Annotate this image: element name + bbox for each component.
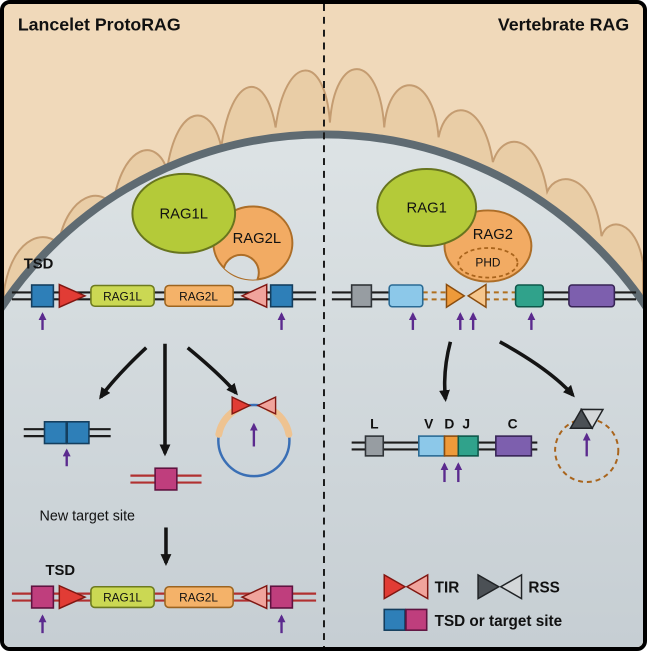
right-panel: RAG1 RAG2 PHD — [331, 167, 637, 484]
protorag-proteins: RAG1L RAG2L — [131, 172, 294, 281]
legend-tir-triangle-left — [383, 573, 407, 600]
rag2l-gene-box — [164, 284, 234, 308]
v-segment-box — [388, 284, 424, 308]
rss-joint-light — [579, 408, 605, 430]
tsd-label-bottom: TSD — [45, 563, 75, 579]
rag1l-gene-label: RAG1L — [103, 289, 142, 303]
legend-tsd-blue-square — [383, 608, 406, 631]
vdj-d-box — [443, 435, 460, 457]
segment-label-c: C — [508, 416, 518, 432]
vdj-v-box — [418, 435, 446, 457]
phd-domain-label: PHD — [475, 256, 500, 270]
rag2-protein-label: RAG2 — [473, 227, 513, 243]
integrated-rag2l-box — [164, 585, 234, 609]
legend-rss-triangle-right — [499, 573, 523, 600]
rag1l-gene-box — [90, 284, 155, 308]
legend-rss-triangle-left — [477, 573, 501, 600]
leader-box — [350, 284, 373, 308]
signal-joint-dna — [554, 417, 620, 484]
rss-joint — [569, 407, 605, 430]
title-right: Vertebrate RAG — [498, 15, 629, 35]
circular-transposon — [215, 396, 293, 478]
legend-tsd-magenta-square — [405, 608, 428, 631]
integrated-rag2l-label: RAG2L — [179, 591, 218, 605]
phd-domain — [457, 247, 519, 279]
segment-label-v: V — [424, 416, 434, 432]
integrated-tir-left — [58, 584, 87, 610]
tsd-site-right — [269, 284, 294, 308]
rag1-protein-blob — [376, 167, 478, 247]
legend-tir-triangle-right — [405, 573, 429, 600]
rag1l-protein-blob — [131, 172, 237, 254]
rag1-protein-label: RAG1 — [407, 200, 447, 216]
rag1l-protein-label: RAG1L — [159, 206, 208, 222]
protorag-locus: TSD RAG1L RAG2L — [11, 257, 317, 330]
tir-right — [240, 283, 268, 309]
excision-arrows — [99, 343, 238, 457]
vdj-j-box — [457, 435, 479, 457]
rss-triangle-right — [466, 283, 487, 309]
donor-tsd-right — [66, 421, 90, 445]
transposon-circle — [217, 403, 291, 478]
j-segment-box — [514, 284, 545, 308]
arrow-to-circle — [186, 346, 238, 396]
integrated-tir-right — [240, 584, 268, 610]
tir-junction-left — [231, 396, 252, 415]
rag-proteins: RAG1 RAG2 PHD — [376, 167, 533, 283]
recombination-arrows — [439, 340, 575, 403]
segment-label-j: J — [462, 416, 470, 432]
rag2l-protein-label: RAG2L — [233, 231, 282, 247]
tir-left — [58, 283, 87, 309]
legend-tir-label: TIR — [435, 580, 460, 597]
integrated-rag1l-label: RAG1L — [103, 591, 142, 605]
integrated-rag1l-box — [90, 585, 155, 609]
legend-tsd-label: TSD or target site — [435, 613, 563, 630]
vdj-product: L V D J C — [351, 416, 538, 483]
signal-joint-circle — [554, 407, 620, 484]
left-panel: RAG1L RAG2L TSD RAG1L RAG2L — [11, 172, 317, 634]
integrated-tsd-right — [269, 585, 294, 609]
donor-tsd-left — [43, 421, 68, 445]
target-site-box — [154, 467, 178, 491]
legend-rss-label: RSS — [528, 580, 559, 597]
new-target-site: New target site — [40, 467, 202, 566]
integrated-locus: TSD RAG1L RAG2L — [11, 563, 317, 634]
new-target-site-label: New target site — [40, 509, 135, 525]
rag2l-gene-label: RAG2L — [179, 289, 218, 303]
title-left: Lancelet ProtoRAG — [18, 15, 181, 35]
tsd-site-left — [30, 284, 55, 308]
vdj-c-box — [495, 435, 533, 457]
tir-junction-right — [256, 396, 277, 415]
vdj-leader-box — [364, 435, 385, 457]
segment-label-d: D — [444, 416, 454, 432]
arrow-to-donor — [99, 346, 148, 400]
antigen-receptor-locus — [331, 283, 637, 330]
tsd-label-top: TSD — [24, 257, 54, 273]
arrow-to-signal-joint — [498, 340, 575, 398]
arrow-to-vdj — [439, 341, 453, 403]
excised-donor — [23, 421, 111, 467]
integrated-tsd-left — [30, 585, 55, 609]
segment-label-l: L — [370, 416, 379, 432]
c-segment-box — [568, 284, 616, 308]
rss-triangle-left — [445, 283, 466, 309]
legend: TIR RSS TSD or target site — [383, 573, 563, 631]
